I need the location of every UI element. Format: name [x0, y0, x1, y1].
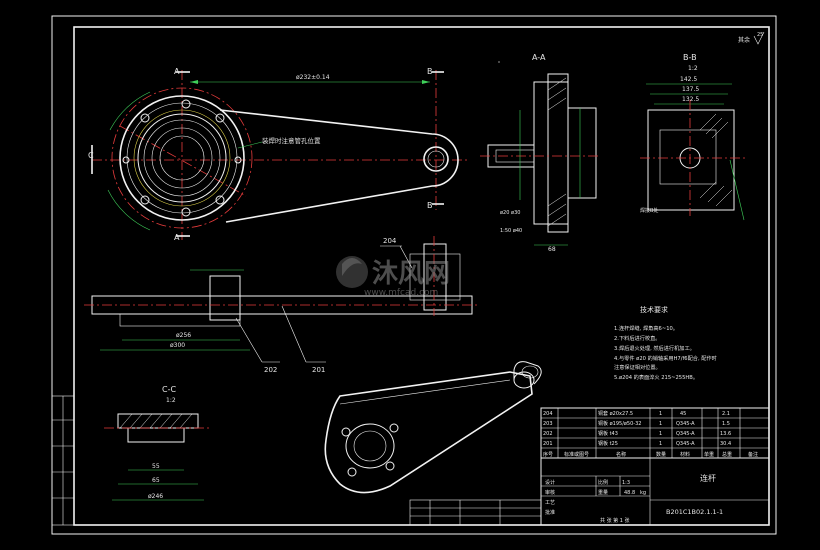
bom-table: 204 铜套 ø20x27.5 1 45 2.1 203 铜板 ø195/ø50… — [540, 407, 770, 459]
roughness-corner: 其余 25 — [738, 31, 765, 45]
svg-text:技术要求: 技术要求 — [640, 305, 668, 314]
svg-text:1:50 ø40: 1:50 ø40 — [500, 228, 522, 234]
svg-text:201: 201 — [543, 441, 553, 447]
revision-grid — [409, 499, 542, 526]
svg-text:204: 204 — [543, 411, 553, 417]
svg-text:A-A: A-A — [532, 53, 546, 62]
title-block: 连杆 B201C1B02.1.1-1 比例 1:3 重量 48.8 kg 设计 … — [540, 457, 770, 526]
svg-text:1: 1 — [659, 421, 662, 427]
svg-text:B201C1B02.1.1-1: B201C1B02.1.1-1 — [666, 508, 723, 516]
svg-text:3.焊后退火处理, 然后进行机加工。: 3.焊后退火处理, 然后进行机加工。 — [614, 344, 695, 352]
svg-text:比例: 比例 — [598, 479, 608, 486]
svg-text:Q345-A: Q345-A — [676, 421, 695, 427]
watermark: 沐风网 www.mfcad.com — [336, 256, 450, 298]
svg-text:ø246: ø246 — [148, 493, 163, 500]
svg-text:重量: 重量 — [598, 489, 608, 496]
svg-text:Q345-A: Q345-A — [676, 431, 695, 437]
svg-text:ø256: ø256 — [176, 332, 191, 339]
svg-text:1.5: 1.5 — [722, 421, 730, 427]
svg-text:连杆: 连杆 — [700, 473, 716, 483]
svg-text:1: 1 — [659, 431, 662, 437]
svg-text:1:3: 1:3 — [622, 480, 630, 486]
svg-text:名称: 名称 — [616, 451, 626, 458]
svg-text:55: 55 — [152, 463, 160, 470]
svg-text:钢板 t43: 钢板 t43 — [598, 430, 618, 437]
svg-text:203: 203 — [543, 421, 553, 427]
svg-text:沐风网: 沐风网 — [372, 259, 450, 289]
svg-text:Q345-A: Q345-A — [676, 441, 695, 447]
plan-view: ø232±0.14 A A B B C 装焊时注意管孔位置 — [88, 67, 470, 242]
svg-text:装焊时注意管孔位置: 装焊时注意管孔位置 — [262, 136, 321, 145]
svg-text:2.1: 2.1 — [722, 411, 730, 417]
svg-text:C: C — [88, 151, 94, 160]
svg-text:序号: 序号 — [543, 451, 553, 458]
svg-text:备注: 备注 — [748, 451, 758, 458]
svg-text:焊接B处: 焊接B处 — [640, 207, 658, 214]
svg-text:68: 68 — [548, 246, 556, 253]
svg-text:ø232±0.14: ø232±0.14 — [296, 74, 330, 81]
svg-text:201: 201 — [312, 366, 325, 374]
svg-text:注意保证相对位置。: 注意保证相对位置。 — [614, 363, 661, 371]
svg-text:数量: 数量 — [656, 451, 666, 458]
svg-text:A: A — [174, 233, 180, 242]
svg-text:30.4: 30.4 — [720, 441, 731, 447]
svg-text:B-B: B-B — [683, 53, 697, 62]
svg-text:标准或图号: 标准或图号 — [564, 451, 589, 458]
svg-text:单重: 单重 — [704, 451, 714, 458]
svg-text:共 张 第 1 张: 共 张 第 1 张 — [600, 517, 630, 524]
svg-text:ø300: ø300 — [170, 342, 185, 349]
svg-text:202: 202 — [264, 366, 277, 374]
svg-text:ø20 ø30: ø20 ø30 — [500, 210, 520, 216]
section-cc: C-C 1:2 55 65 ø246 — [104, 385, 212, 501]
svg-text:其余: 其余 — [738, 36, 750, 44]
svg-text:kg: kg — [640, 490, 646, 496]
isometric-view — [324, 361, 542, 494]
svg-text:132.5: 132.5 — [682, 96, 699, 103]
svg-text:材料: 材料 — [680, 451, 690, 458]
svg-text:www.mfcad.com: www.mfcad.com — [364, 288, 438, 298]
svg-text:65: 65 — [152, 477, 160, 484]
outer-frame — [51, 15, 777, 535]
svg-text:审核: 审核 — [545, 489, 555, 496]
section-bb: B-B 1:2 142.5 137.5 132.5 焊接B处 — [640, 53, 748, 221]
svg-text:1.连杆焊缝, 焊角高6~10。: 1.连杆焊缝, 焊角高6~10。 — [614, 324, 678, 332]
svg-text:1: 1 — [659, 441, 662, 447]
svg-text:1:2: 1:2 — [166, 397, 176, 404]
svg-text:48.8: 48.8 — [624, 490, 635, 496]
svg-text:铜板 ø195/ø50-32: 铜板 ø195/ø50-32 — [598, 420, 641, 427]
svg-text:B: B — [427, 67, 433, 76]
svg-text:1:2: 1:2 — [688, 65, 698, 72]
svg-text:铜套 ø20x27.5: 铜套 ø20x27.5 — [598, 410, 633, 417]
tech-requirements: 技术要求 1.连杆焊缝, 焊角高6~10。 2.下料后进行校直。 3.焊后退火处… — [614, 305, 717, 381]
svg-text:批准: 批准 — [545, 509, 555, 516]
svg-text:设计: 设计 — [545, 479, 555, 486]
svg-text:A: A — [174, 67, 180, 76]
svg-text:45: 45 — [680, 411, 686, 417]
section-aa: A-A 68 ø20 ø30 1:50 ø40 — [480, 53, 600, 253]
svg-text:1: 1 — [659, 411, 662, 417]
svg-text:C-C: C-C — [162, 385, 176, 394]
svg-text:钢板 t25: 钢板 t25 — [598, 440, 618, 447]
svg-text:2.下料后进行校直。: 2.下料后进行校直。 — [614, 334, 660, 342]
svg-text:142.5: 142.5 — [680, 76, 697, 83]
svg-text:204: 204 — [383, 237, 397, 245]
svg-text:25: 25 — [757, 32, 763, 38]
svg-text:总重: 总重 — [722, 451, 732, 458]
svg-text:137.5: 137.5 — [682, 86, 699, 93]
svg-text:4.与零件 ø20 的销轴采用H7/f6配合, 配作时: 4.与零件 ø20 的销轴采用H7/f6配合, 配作时 — [614, 354, 717, 362]
svg-text:202: 202 — [543, 431, 553, 437]
front-view: ø256 ø300 202 201 204 — [84, 236, 480, 374]
binding-strip — [51, 395, 75, 526]
svg-text:13.6: 13.6 — [720, 431, 731, 437]
svg-text:工艺: 工艺 — [545, 500, 555, 506]
svg-text:B: B — [427, 201, 433, 210]
svg-text:5.ø204 的表面淬火 215~255HB。: 5.ø204 的表面淬火 215~255HB。 — [614, 373, 698, 381]
